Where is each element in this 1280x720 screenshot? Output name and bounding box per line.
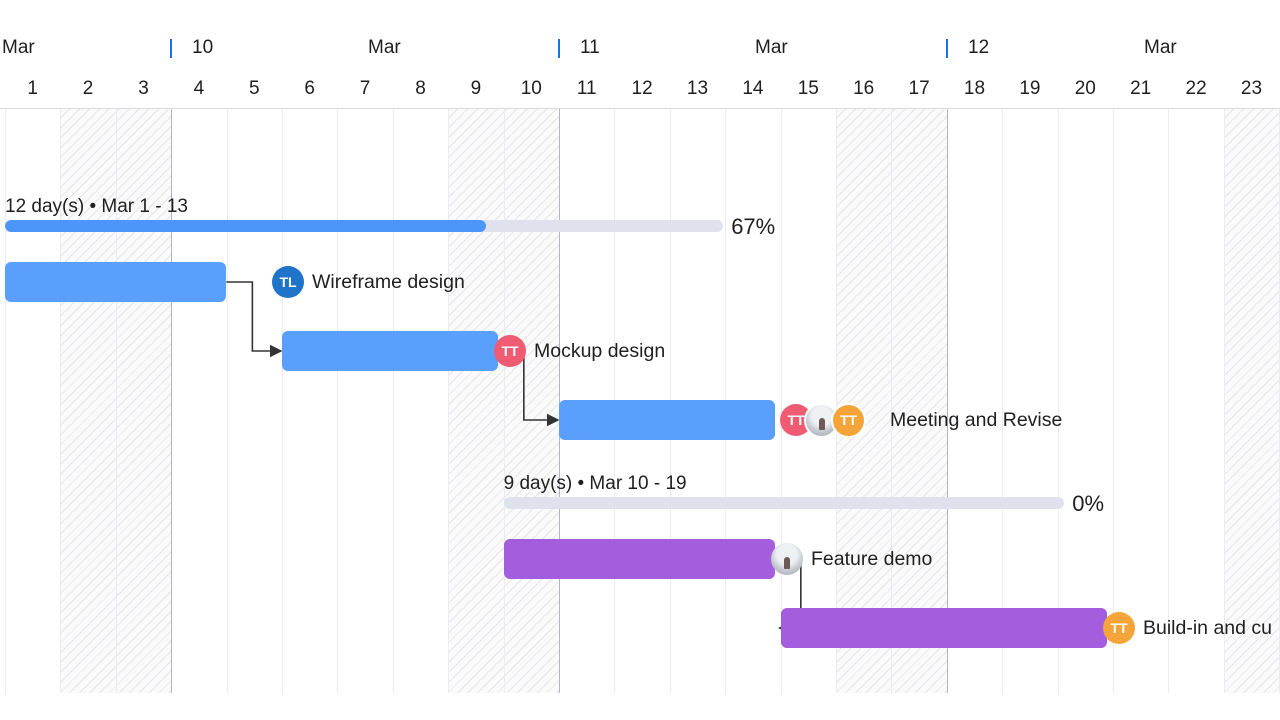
day-gridline	[1168, 108, 1169, 693]
task-bar[interactable]	[780, 608, 1108, 648]
weekend-shading	[1223, 108, 1280, 693]
assignee-avatars: TT	[494, 335, 526, 367]
weekend-shading	[60, 108, 172, 693]
summary-percent-label: 67%	[731, 214, 776, 239]
day-label: 17	[908, 78, 930, 99]
day-label: 2	[82, 78, 94, 99]
task-label[interactable]: TT Build-in and cu	[1103, 612, 1272, 644]
week-gridline	[171, 108, 172, 693]
avatar-initials: TT	[1103, 612, 1135, 644]
dependency-arrow[interactable]	[226, 281, 283, 358]
week-gridline	[559, 108, 560, 693]
task-bar[interactable]	[503, 539, 775, 579]
day-label: 4	[193, 78, 205, 99]
task-bar[interactable]	[5, 262, 227, 302]
avatar-initials: TT	[494, 335, 526, 367]
day-label: 3	[138, 78, 149, 99]
summary-progress-fill	[5, 220, 487, 232]
task-name: Meeting and Revise	[890, 408, 1063, 431]
timeline-grid	[0, 108, 1280, 693]
avatar-photo	[771, 543, 803, 575]
day-label: 22	[1185, 78, 1207, 99]
avatar-initials: TL	[272, 266, 304, 298]
day-gridline	[282, 108, 283, 693]
task-name: Feature demo	[811, 547, 933, 570]
avatar-initials: TT	[831, 402, 866, 438]
day-label: 14	[742, 78, 764, 99]
day-gridline	[836, 108, 837, 693]
assignee-avatars	[771, 543, 803, 575]
weekend-shading	[448, 108, 559, 693]
week-gridline	[947, 108, 948, 693]
month-label: Mar	[2, 37, 35, 58]
summary-duration-label: 9 day(s) • Mar 10 - 19	[503, 473, 687, 494]
task-label[interactable]: Feature demo	[771, 543, 932, 575]
day-gridline	[1113, 108, 1114, 693]
task-bar[interactable]	[559, 400, 775, 440]
day-label: 23	[1240, 78, 1263, 99]
day-label: 5	[249, 78, 260, 99]
week-divider	[170, 39, 172, 58]
summary-percent-label: 0%	[1072, 491, 1105, 516]
day-label: 12	[631, 78, 653, 99]
day-label: 1	[27, 78, 38, 99]
month-label: Mar	[368, 37, 401, 58]
day-gridline	[337, 108, 338, 693]
month-label: Mar	[1144, 37, 1177, 58]
day-gridline	[504, 108, 505, 693]
week-divider	[558, 39, 560, 58]
assignee-avatars: TL	[272, 266, 304, 298]
day-label: 18	[963, 78, 986, 99]
day-label: 13	[686, 78, 709, 99]
task-bar[interactable]	[282, 331, 498, 371]
task-name: Build-in and cu	[1143, 616, 1272, 639]
day-label: 7	[359, 78, 371, 99]
day-gridline	[227, 108, 228, 693]
week-number-label: 12	[968, 37, 990, 58]
assignee-avatars: TT	[1103, 612, 1135, 644]
day-gridline	[1224, 108, 1225, 693]
day-label: 8	[415, 78, 426, 99]
day-label: 16	[853, 78, 875, 99]
day-label: 6	[304, 78, 315, 99]
day-gridline	[891, 108, 892, 693]
day-gridline	[1058, 108, 1059, 693]
day-gridline	[781, 108, 782, 693]
day-label: 9	[470, 78, 482, 99]
task-label[interactable]: TT Mockup design	[494, 335, 665, 367]
task-label[interactable]: TL Wireframe design	[272, 266, 465, 298]
day-label: 21	[1130, 78, 1152, 99]
task-name: Mockup design	[534, 339, 666, 362]
day-gridline	[1002, 108, 1003, 693]
summary-progress-track[interactable]	[503, 497, 1065, 509]
day-label: 15	[797, 78, 819, 99]
day-gridline	[448, 108, 449, 693]
summary-progress-track[interactable]	[5, 220, 724, 232]
month-label: Mar	[755, 37, 788, 58]
day-gridline	[5, 108, 6, 693]
task-name: Wireframe design	[312, 270, 465, 293]
week-number-label: 11	[580, 37, 600, 58]
week-number-label: 10	[192, 37, 214, 58]
day-gridline	[60, 108, 61, 693]
day-label: 19	[1019, 78, 1041, 99]
summary-duration-label: 12 day(s) • Mar 1 - 13	[5, 196, 188, 217]
day-label: 11	[576, 78, 597, 99]
day-label: 20	[1074, 78, 1096, 99]
day-label: 10	[520, 78, 542, 99]
week-divider	[946, 39, 948, 58]
day-gridline	[393, 108, 394, 693]
day-gridline	[116, 108, 117, 693]
